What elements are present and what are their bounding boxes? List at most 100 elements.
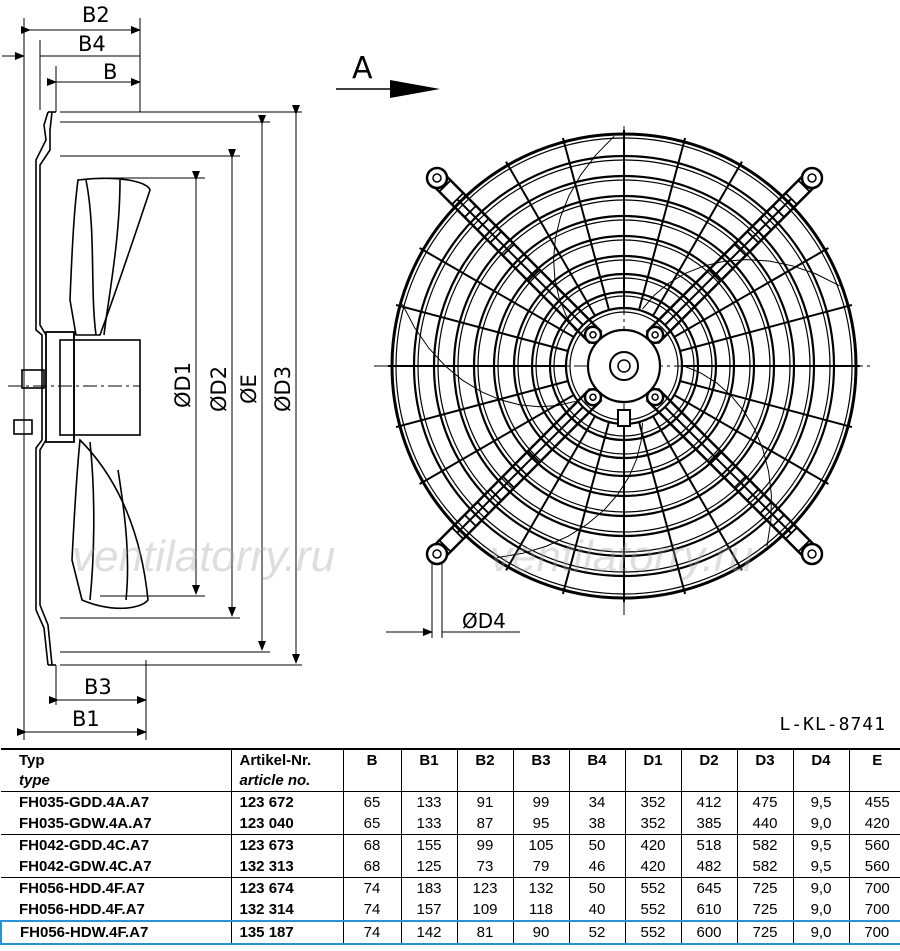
cell-d1: 552 bbox=[624, 920, 681, 945]
cell-b: 65 bbox=[342, 813, 401, 835]
header-D3: D3 bbox=[736, 748, 793, 792]
cell-b1: 133 bbox=[400, 813, 457, 835]
cell-e: 560 bbox=[848, 856, 900, 878]
cell-d4: 9,0 bbox=[792, 813, 849, 835]
cell-b1: 133 bbox=[400, 791, 457, 813]
d4-dimension bbox=[386, 562, 520, 638]
side-view bbox=[8, 111, 151, 666]
cell-b4: 50 bbox=[568, 834, 625, 856]
cell-e: 700 bbox=[848, 877, 900, 899]
label-D2: ØD2 bbox=[207, 366, 231, 412]
cell-b4: 34 bbox=[568, 791, 625, 813]
cell-d4: 9,0 bbox=[792, 877, 849, 899]
cell-d2: 385 bbox=[680, 813, 737, 835]
cell-art: 123 673 bbox=[230, 834, 343, 856]
cell-d1: 352 bbox=[624, 813, 681, 835]
cell-d2: 518 bbox=[680, 834, 737, 856]
cell-b1: 157 bbox=[400, 899, 457, 922]
header-B1: B1 bbox=[400, 748, 457, 792]
cell-d4: 9,0 bbox=[792, 899, 849, 922]
cell-d1: 352 bbox=[624, 791, 681, 813]
cell-d4: 9,0 bbox=[792, 920, 849, 945]
label-D4: ØD4 bbox=[462, 609, 506, 633]
label-B: B bbox=[103, 60, 117, 84]
cell-d3: 475 bbox=[736, 791, 793, 813]
cell-d2: 482 bbox=[680, 856, 737, 878]
cell-b4: 46 bbox=[568, 856, 625, 878]
cell-d3: 440 bbox=[736, 813, 793, 835]
cell-b3: 99 bbox=[512, 791, 569, 813]
cell-b1: 125 bbox=[400, 856, 457, 878]
cell-b: 74 bbox=[342, 920, 401, 945]
watermark-right: ventilatorry.ru bbox=[490, 532, 754, 581]
cell-d2: 412 bbox=[680, 791, 737, 813]
cell-d2: 645 bbox=[680, 877, 737, 899]
cell-b1: 142 bbox=[400, 920, 457, 945]
cell-b: 65 bbox=[342, 791, 401, 813]
cell-d3: 725 bbox=[736, 920, 793, 945]
cell-typ: FH035-GDW.4A.A7 bbox=[1, 813, 231, 835]
cell-b1: 155 bbox=[400, 834, 457, 856]
front-view bbox=[374, 126, 874, 616]
side-dimension-labels: B2 B4 B B3 B1 ØD1 ØD2 ØE ØD3 bbox=[72, 3, 295, 731]
cell-b3: 95 bbox=[512, 813, 569, 835]
cell-b: 74 bbox=[342, 877, 401, 899]
cell-b3: 118 bbox=[512, 899, 569, 922]
cell-b4: 40 bbox=[568, 899, 625, 922]
cell-d4: 9,5 bbox=[792, 834, 849, 856]
cell-b: 68 bbox=[342, 834, 401, 856]
cell-d2: 610 bbox=[680, 899, 737, 922]
cell-d1: 420 bbox=[624, 834, 681, 856]
label-D3: ØD3 bbox=[271, 366, 295, 412]
cell-b2: 81 bbox=[456, 920, 513, 945]
cell-b4: 38 bbox=[568, 813, 625, 835]
cell-art: 123 672 bbox=[230, 791, 343, 813]
cell-b1: 183 bbox=[400, 877, 457, 899]
cell-b2: 123 bbox=[456, 877, 513, 899]
view-label: A bbox=[352, 51, 373, 86]
header-B3: B3 bbox=[512, 748, 569, 792]
cell-art: 123 674 bbox=[230, 877, 343, 899]
cell-e: 560 bbox=[848, 834, 900, 856]
header-B4: B4 bbox=[568, 748, 625, 792]
view-arrow-a: A bbox=[336, 51, 440, 98]
cell-d3: 725 bbox=[736, 877, 793, 899]
cell-b2: 99 bbox=[456, 834, 513, 856]
label-B1: B1 bbox=[72, 707, 100, 731]
cell-d4: 9,5 bbox=[792, 791, 849, 813]
header-B2: B2 bbox=[456, 748, 513, 792]
cell-b4: 52 bbox=[568, 920, 625, 945]
technical-drawing: B2 B4 B B3 B1 ØD1 ØD2 ØE ØD3 A ØD4 bbox=[2, 3, 874, 740]
cell-e: 455 bbox=[848, 791, 900, 813]
label-B4: B4 bbox=[78, 32, 106, 56]
label-E: ØE bbox=[237, 374, 261, 404]
cell-art: 132 314 bbox=[230, 899, 343, 922]
cell-d1: 420 bbox=[624, 856, 681, 878]
cell-d1: 552 bbox=[624, 877, 681, 899]
header-B: B bbox=[342, 748, 401, 792]
cell-typ: FH056-HDD.4F.A7 bbox=[19, 880, 145, 897]
watermark-left: ventilatorry.ru bbox=[72, 532, 336, 581]
cell-typ: FH042-GDD.4C.A7 bbox=[19, 837, 150, 854]
label-B3: B3 bbox=[84, 675, 112, 699]
cell-typ: FH056-HDW.4F.A7 bbox=[0, 920, 231, 945]
label-B2: B2 bbox=[82, 3, 110, 27]
cell-b2: 91 bbox=[456, 791, 513, 813]
cell-d4: 9,5 bbox=[792, 856, 849, 878]
cell-d3: 582 bbox=[736, 856, 793, 878]
cell-art: 135 187 bbox=[230, 920, 343, 945]
drawing-code: L-KL-8741 bbox=[779, 714, 886, 735]
cell-b2: 87 bbox=[456, 813, 513, 835]
header-artikel: Artikel-Nr.article no. bbox=[230, 748, 343, 792]
header-D2: D2 bbox=[680, 748, 737, 792]
cell-b: 74 bbox=[342, 899, 401, 922]
cell-art: 123 040 bbox=[230, 813, 343, 835]
cell-d1: 552 bbox=[624, 899, 681, 922]
